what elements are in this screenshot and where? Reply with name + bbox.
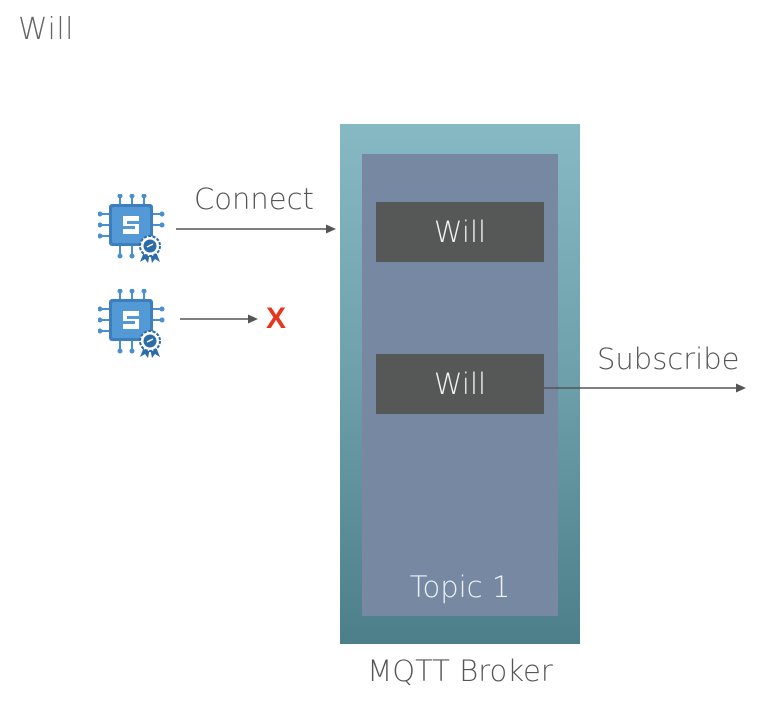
iot-device-icon [98, 289, 165, 358]
subscribe-label: Subscribe [597, 342, 740, 376]
topic-label: Topic 1 [409, 570, 511, 604]
iot-device-icon [98, 194, 165, 263]
slide-title: Will [18, 12, 75, 47]
x-mark-icon: X [266, 302, 287, 335]
subscribe-arrow [544, 383, 746, 393]
will-message-2: Will [376, 354, 544, 414]
failed-connect-arrow [180, 314, 258, 324]
will-message-1: Will [376, 202, 544, 262]
broker-label: MQTT Broker [367, 654, 553, 688]
connect-arrow [176, 224, 336, 234]
connect-label: Connect [194, 182, 314, 216]
